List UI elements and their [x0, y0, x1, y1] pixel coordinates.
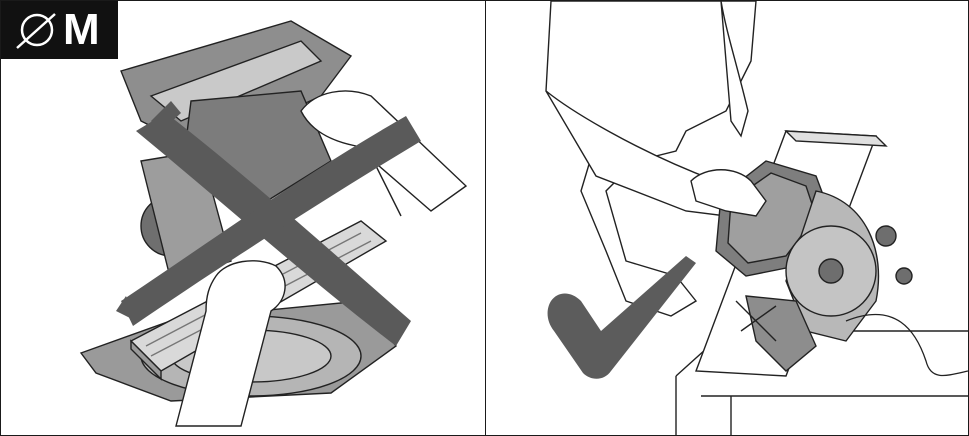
miter-saw-incorrect-illustration	[1, 1, 485, 435]
incorrect-usage-panel: M	[1, 1, 486, 435]
figure-letter: M	[63, 8, 100, 52]
correct-usage-panel	[486, 1, 968, 435]
person-operator	[546, 1, 756, 316]
circular-saw-correct-illustration	[486, 1, 968, 435]
angle-cut-icon	[13, 8, 57, 52]
figure-badge: M	[1, 1, 118, 59]
power-cord	[846, 315, 968, 376]
